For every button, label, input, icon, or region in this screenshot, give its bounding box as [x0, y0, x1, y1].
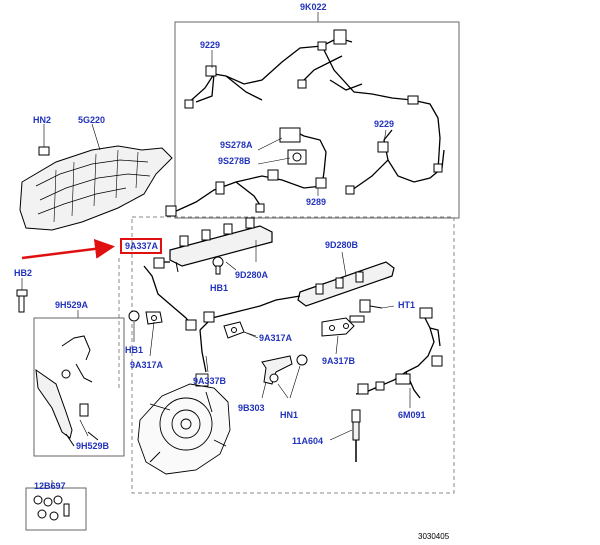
- label-9B303: 9B303: [238, 403, 265, 413]
- frame-main-dashed: [131, 216, 455, 494]
- clip-9A317B: [321, 315, 365, 337]
- injector-9H529: [35, 335, 99, 447]
- label-9A317A-left: 9A317A: [130, 360, 164, 370]
- nut-HN2: [38, 124, 50, 156]
- heat-shield-5G220: [19, 123, 173, 231]
- clip-9A317A-right: [223, 321, 257, 339]
- leader-lines: [79, 50, 411, 441]
- fuel-return-pipe-9K022: [186, 37, 445, 191]
- label-HN2: HN2: [33, 115, 52, 125]
- connectors-9289: [165, 169, 327, 217]
- frame-9H529A: [33, 310, 125, 457]
- label-HT1: HT1: [398, 300, 416, 310]
- harness-connectors: [357, 307, 443, 395]
- valve-9S278: [279, 127, 307, 165]
- bolt-HB1-bottom: [128, 310, 140, 342]
- highlight-box-9A337A: [120, 238, 162, 254]
- fuel-rail-9D280A: [169, 217, 273, 273]
- label-9H529A: 9H529A: [55, 300, 89, 310]
- high-pressure-pump: [137, 373, 231, 475]
- label-9D280B: 9D280B: [325, 240, 359, 250]
- frame-9K022: [174, 12, 460, 219]
- glow-plug-harness-6M091: [355, 315, 441, 399]
- label-HB1-top: HB1: [210, 283, 229, 293]
- pipe-nut-9A337A-lower: [185, 319, 197, 331]
- label-9289: 9289: [306, 197, 327, 207]
- label-9H529B: 9H529B: [76, 441, 110, 451]
- clip-9A317A-left: [145, 311, 163, 325]
- pipe-nut-9A337B: [203, 311, 215, 323]
- fuel-rail-9D280B: [297, 251, 395, 307]
- glow-plug-11A604: [351, 409, 361, 462]
- label-5G220: 5G220: [78, 115, 106, 125]
- label-9229-left: 9229: [200, 40, 221, 50]
- label-12B697: 12B697: [34, 481, 66, 491]
- highlight-arrow: [21, 238, 115, 260]
- bolt-HB1-top: [212, 256, 224, 275]
- label-9S278A: 9S278A: [220, 140, 253, 150]
- label-HB1-bottom: HB1: [125, 345, 144, 355]
- nuts-HN1: [269, 354, 308, 399]
- label-9K022: 9K022: [300, 2, 327, 12]
- label-HN1: HN1: [280, 410, 299, 420]
- label-HB2: HB2: [14, 268, 33, 278]
- seal-kit-12B697: [25, 480, 87, 531]
- label-11A604: 11A604: [292, 436, 324, 446]
- label-6M091: 6M091: [398, 410, 426, 420]
- label-9A337A: 9A337A: [125, 241, 159, 251]
- label-9A317A-right: 9A317A: [259, 333, 293, 343]
- bolt-HB2: [16, 278, 28, 313]
- pipe-nut-9A337A: [153, 257, 165, 269]
- reference-number: 3030405: [418, 532, 450, 541]
- label-9229-right: 9229: [374, 119, 395, 129]
- label-9S278B: 9S278B: [218, 156, 251, 166]
- sensor-HT1: [359, 299, 383, 313]
- label-9A337B: 9A337B: [193, 376, 227, 386]
- label-9A317B: 9A317B: [322, 356, 356, 366]
- label-9D280A: 9D280A: [235, 270, 269, 280]
- connectors-9K022: [184, 29, 443, 195]
